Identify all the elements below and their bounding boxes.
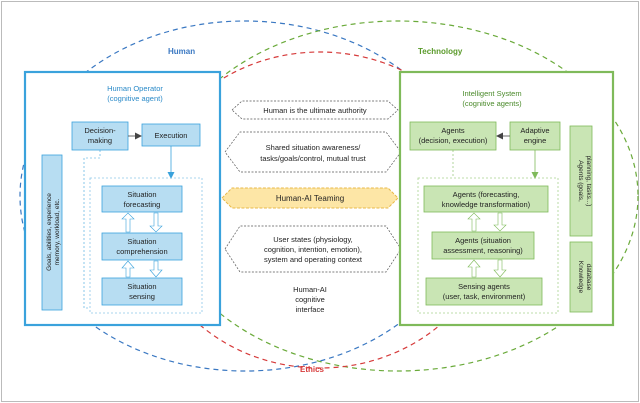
human-side-box — [41, 154, 63, 311]
agents-assessment-box — [431, 231, 535, 260]
down-arrow-icon — [493, 259, 507, 278]
situation-group — [89, 177, 203, 314]
situation-sensing-text-1: Situation — [127, 282, 156, 291]
shared-awareness-arrow — [224, 131, 402, 173]
user-states-text-2: cognition, intention, emotion), — [264, 245, 362, 254]
situation-sensing-text-2: sensing — [129, 292, 155, 301]
sensing-agents-text-2: (user, task, environment) — [443, 292, 526, 301]
agents-assessment-text-1: Agents (situation — [455, 236, 511, 245]
adaptive-engine-text-1: Adaptive — [520, 126, 549, 135]
down-arrow-icon — [493, 212, 507, 232]
agents-group — [417, 177, 559, 314]
user-states-text-3: system and operating context — [264, 255, 363, 264]
situation-forecasting-text-2: forecasting — [124, 200, 161, 209]
decision-making-text-2: making — [88, 136, 112, 145]
up-arrow-icon — [121, 212, 135, 233]
situation-forecasting-box — [101, 185, 183, 213]
situation-comprehension-text-1: Situation — [127, 237, 156, 246]
agents-decision-execution-text-1: Agents — [441, 126, 465, 135]
authority-arrow — [231, 100, 399, 120]
human-side-text-2: memory, workload, etc. — [54, 198, 61, 265]
human-operator-panel: Human Operator (cognitive agent) Goals, … — [23, 70, 222, 327]
human-side-text-1: Goals, abilities, experience — [46, 193, 53, 271]
user-states-text-1: User states (physiology, — [273, 235, 352, 244]
agents-goals-text-2: planning, tasks...) — [585, 156, 592, 207]
up-arrow-icon — [121, 260, 135, 278]
situation-forecasting-text-1: Situation — [127, 190, 156, 199]
shared-awareness-text-2: tasks/goals/control, mutual trust — [260, 154, 366, 163]
knowledge-database-box — [569, 241, 593, 313]
knowledge-database-text-1: Knowledge — [577, 261, 584, 294]
adaptive-engine-box — [509, 121, 561, 151]
intelligent-system-subtitle: (cognitive agents) — [462, 99, 522, 108]
decision-making-text-1: Decision- — [84, 126, 116, 135]
technology-circle — [157, 20, 639, 372]
center-interface: Human is the ultimate authority Shared s… — [221, 100, 402, 314]
human-ai-teaming-arrow — [221, 187, 399, 209]
ethics-label: Ethics — [300, 365, 325, 374]
agents-forecasting-text-1: Agents (forecasting, — [453, 190, 520, 199]
intelligent-system-title: Intelligent System — [462, 89, 521, 98]
agents-goals-text-1: Agents (goals, — [577, 160, 584, 202]
human-label: Human — [168, 47, 195, 56]
human-feedback-line — [83, 150, 101, 309]
human-operator-title: Human Operator — [107, 84, 163, 93]
agents-assessment-text-2: assessment, reasoning) — [443, 246, 523, 255]
agents-decision-execution-box — [409, 121, 497, 151]
execution-text: Execution — [155, 131, 188, 140]
agents-goals-side-box — [569, 125, 593, 237]
agents-forecasting-box — [423, 185, 549, 213]
down-arrow-icon — [149, 212, 163, 233]
agents-decision-execution-text-2: (decision, execution) — [419, 136, 488, 145]
authority-text: Human is the ultimate authority — [263, 106, 367, 115]
up-arrow-icon — [467, 212, 481, 232]
sensing-agents-text-1: Sensing agents — [458, 282, 510, 291]
intelligent-system-panel: Intelligent System (cognitive agents) Ag… — [398, 70, 615, 327]
adaptive-engine-text-2: engine — [524, 136, 547, 145]
interface-text-1: Human-AI — [293, 285, 327, 294]
sensing-agents-box — [425, 277, 543, 306]
situation-sensing-box — [101, 277, 183, 306]
technology-label: Technology — [418, 47, 463, 56]
human-ai-teaming-text: Human-AI Teaming — [276, 194, 344, 203]
shared-awareness-text-1: Shared situation awareness/ — [266, 143, 362, 152]
interface-text-3: interface — [296, 305, 325, 314]
up-arrow-icon — [467, 259, 481, 278]
interface-text-2: cognitive — [295, 295, 325, 304]
agents-forecasting-text-2: knowledge transformation) — [442, 200, 531, 209]
knowledge-database-text-2: database — [585, 264, 592, 291]
situation-comprehension-text-2: comprehension — [116, 247, 167, 256]
down-arrow-icon — [149, 260, 163, 278]
situation-comprehension-box — [101, 232, 183, 261]
human-operator-subtitle: (cognitive agent) — [107, 94, 163, 103]
